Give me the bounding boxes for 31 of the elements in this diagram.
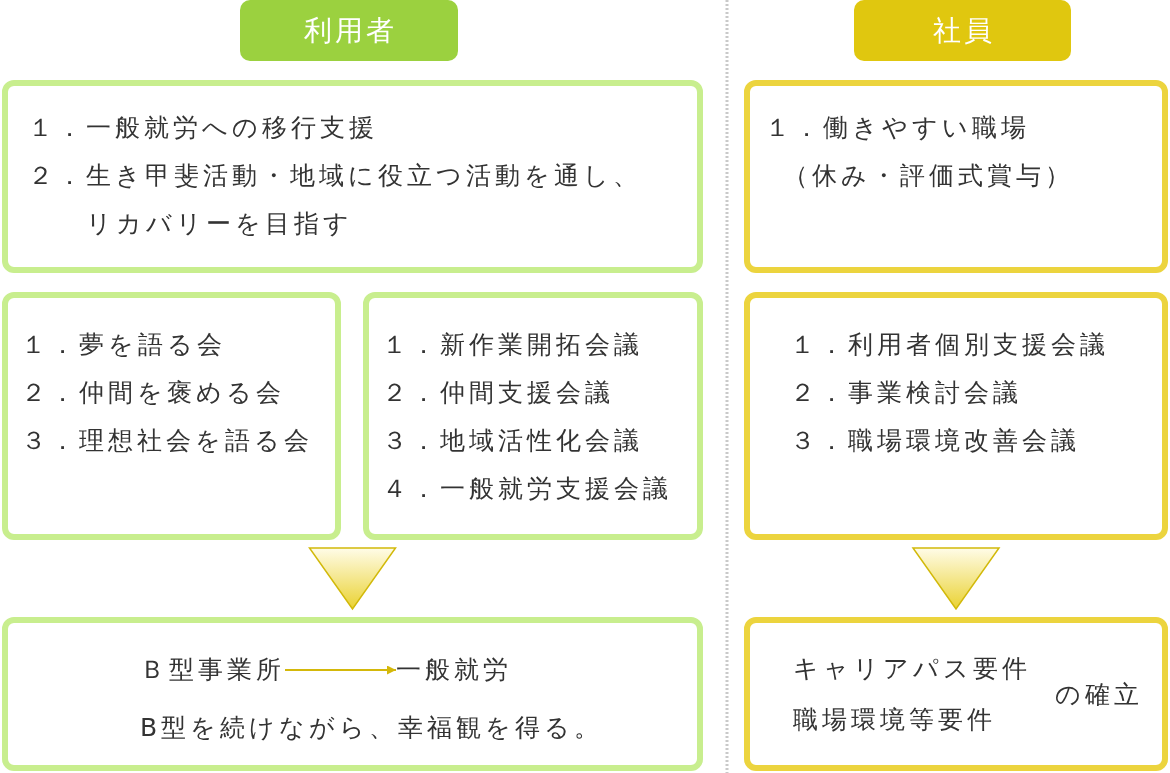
- arrow: [284, 665, 397, 675]
- meeting-list-box: [744, 292, 1168, 540]
- list-item: １．新作業開拓会議: [382, 329, 643, 361]
- list-item: １．働きやすい職場（休み・評価式賞与）: [765, 112, 1075, 192]
- list-item: １．夢を語る会: [21, 329, 226, 361]
- suffix-text: の確立: [1055, 679, 1143, 711]
- outcome-box: [2, 617, 703, 771]
- outcome-box: [744, 617, 1168, 771]
- requirement-text: キャリアパス要件: [793, 653, 1031, 685]
- list-item: ２．事業検討会議: [790, 377, 1022, 409]
- stage-label: 一般就労: [396, 653, 512, 687]
- column-header-tab: 社員: [854, 0, 1071, 61]
- list-item: １．利用者個別支援会議: [790, 329, 1109, 361]
- goal-box: [2, 80, 703, 273]
- meeting-list-box: [2, 292, 341, 540]
- requirement-text: 職場環境等要件: [793, 704, 996, 736]
- list-item: １．一般就労への移行支援: [28, 112, 378, 144]
- down-triangle-arrow: [911, 547, 1001, 611]
- list-item: ２．仲間を褒める会: [21, 377, 285, 409]
- column-header-tab: 利用者: [240, 0, 458, 61]
- list-item: ３．地域活性化会議: [382, 425, 643, 457]
- down-triangle-arrow: [308, 547, 397, 611]
- goal-box: [744, 80, 1168, 273]
- stage-label: Ｂ型事業所: [140, 653, 285, 687]
- list-item: ３．理想社会を語る会: [21, 425, 313, 457]
- list-item: ２．仲間支援会議: [382, 377, 614, 409]
- outcome-text: B型を続けながら、幸福観を得る。: [140, 712, 604, 744]
- list-item: ４．一般就労支援会議: [382, 473, 672, 505]
- meeting-list-box: [363, 292, 703, 540]
- list-item: ２．生き甲斐活動・地域に役立つ活動を通し、リカバリーを目指す: [28, 160, 643, 240]
- list-item: ３．職場環境改善会議: [790, 425, 1080, 457]
